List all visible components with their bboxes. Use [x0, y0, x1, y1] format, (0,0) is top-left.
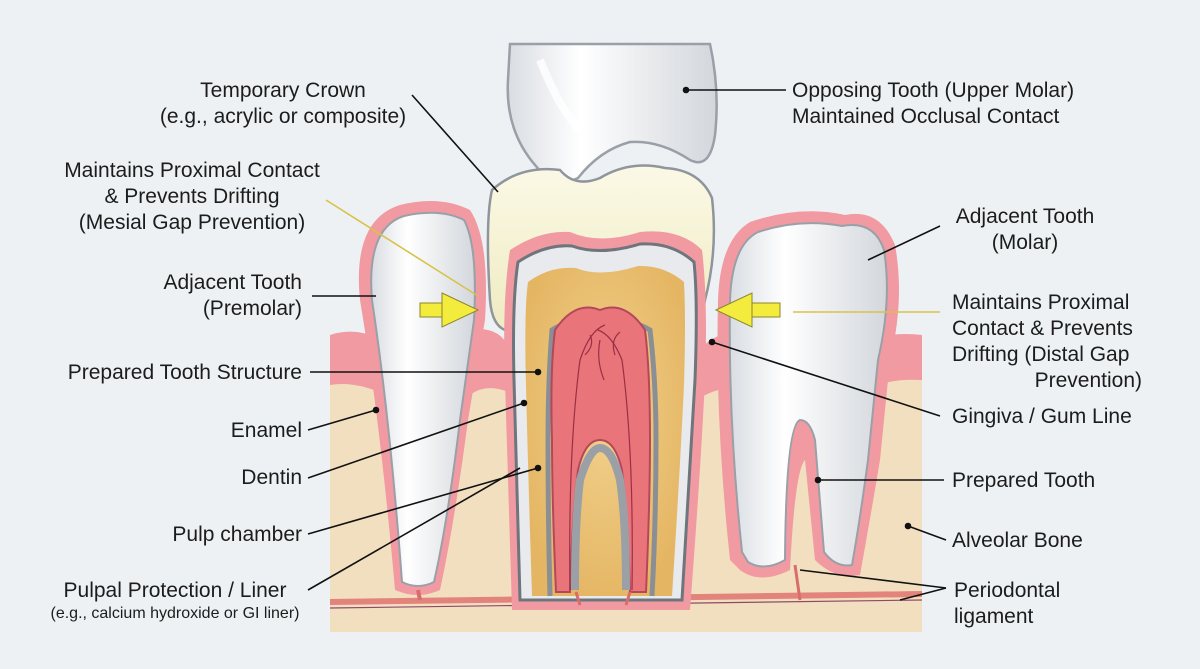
label-adjacent-molar: Adjacent Tooth (Molar) — [955, 205, 1095, 254]
label-pulp-chamber: Pulp chamber — [172, 523, 302, 546]
opposing-molar — [506, 42, 718, 184]
label-proximal-mesial: Maintains Proximal Contact & Prevents Dr… — [64, 159, 320, 234]
label-dentin: Dentin — [241, 466, 302, 489]
label-pulpal-protection: Pulpal Protection / Liner (e.g., calcium… — [50, 579, 300, 622]
leader-lines-left — [307, 94, 542, 591]
arrow-right-icon — [419, 292, 480, 328]
label-alveolar-bone: Alveolar Bone — [952, 529, 1083, 552]
label-adjacent-premolar: Adjacent Tooth (Premolar) — [163, 271, 302, 320]
arrow-left-icon — [714, 292, 781, 328]
label-opposing-tooth: Opposing Tooth (Upper Molar) Maintained … — [792, 79, 1075, 128]
label-enamel: Enamel — [230, 419, 302, 442]
label-prepared-tooth: Prepared Tooth — [952, 469, 1096, 492]
label-prepared-structure: Prepared Tooth Structure — [67, 361, 302, 384]
pulp-vessels — [569, 324, 633, 591]
label-temporary-crown: Temporary Crown (e.g., acrylic or compos… — [159, 79, 407, 128]
leader-lines-right — [682, 86, 947, 601]
label-proximal-distal: Maintains Proximal Contact & Prevents Dr… — [952, 291, 1142, 392]
label-periodontal: Periodontal ligament — [954, 579, 1061, 628]
label-gingiva: Gingiva / Gum Line — [952, 405, 1132, 428]
prepared-tooth — [504, 231, 706, 610]
